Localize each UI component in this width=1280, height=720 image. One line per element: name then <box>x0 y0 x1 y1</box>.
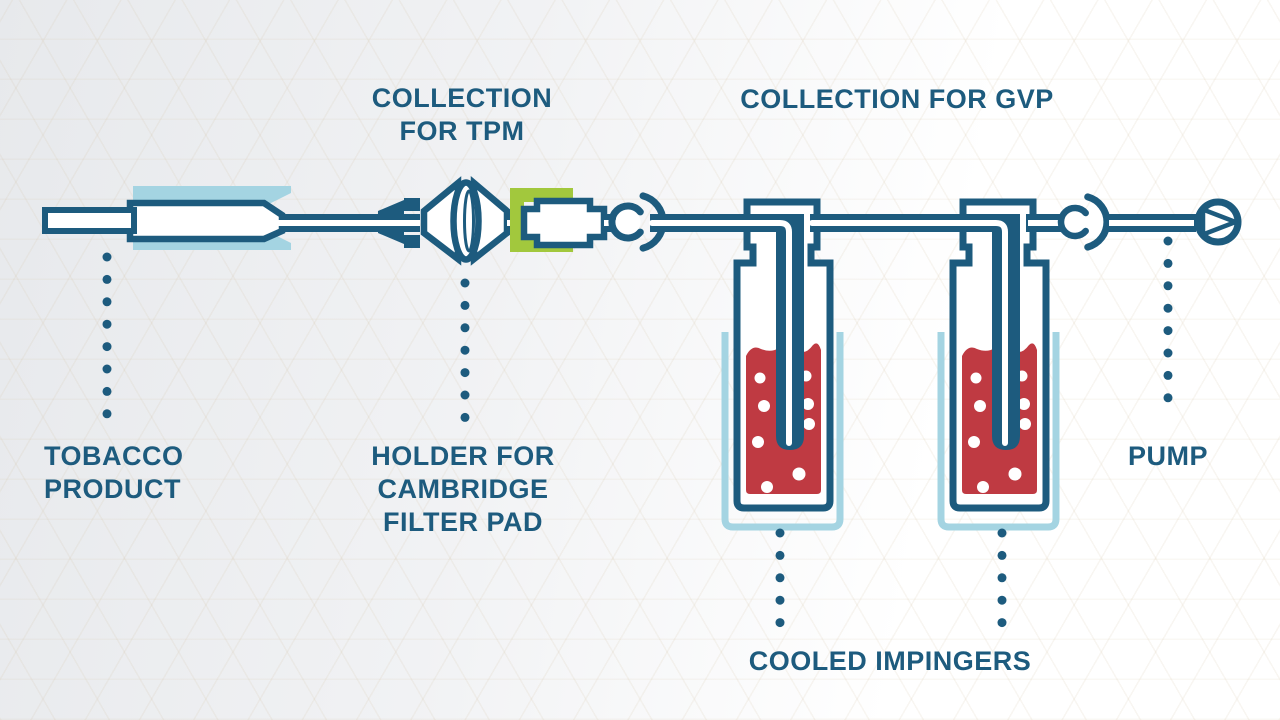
label-pump: PUMP <box>1127 441 1208 471</box>
label-collection-gvp: COLLECTION FOR GVP <box>740 84 1054 114</box>
holder-cone-left <box>420 176 462 266</box>
label-cooled-impingers: COOLED IMPINGERS <box>748 646 1032 676</box>
dotted-leader-impinger-1 <box>775 528 785 628</box>
pipe-bore <box>809 220 1008 446</box>
dotted-leader-filter-holder <box>460 278 470 422</box>
label-filter-holder: HOLDER FOR CAMBRIDGE FILTER PAD <box>371 441 555 537</box>
bubbles <box>752 370 815 493</box>
impinger-icon <box>941 202 1056 527</box>
pump-icon <box>1194 198 1242 246</box>
dotted-leader-impinger-2 <box>997 528 1007 628</box>
cigarette-tip <box>42 207 137 234</box>
label-collection-tpm: COLLECTION FOR TPM <box>371 83 553 146</box>
cigarette-body <box>126 199 286 243</box>
ball-joint-icon <box>1057 193 1111 251</box>
cooling-jacket <box>721 332 844 531</box>
outlet-fitting-icon <box>520 197 608 249</box>
tobacco-product-icon <box>42 186 291 250</box>
pipe-bore <box>1109 220 1194 226</box>
filter-holder-icon <box>420 175 511 266</box>
dotted-leader-tobacco <box>102 252 112 419</box>
pipe-bore <box>1028 220 1061 226</box>
holder-sleeve-top <box>133 186 291 203</box>
impinger-icon <box>721 198 844 531</box>
label-tobacco-product: TOBACCO PRODUCT <box>44 441 184 504</box>
pipe-bore <box>272 220 420 226</box>
dotted-leader-pump <box>1163 236 1173 403</box>
filter-pad-inner-line <box>463 189 475 253</box>
pipe-bore <box>649 220 792 446</box>
